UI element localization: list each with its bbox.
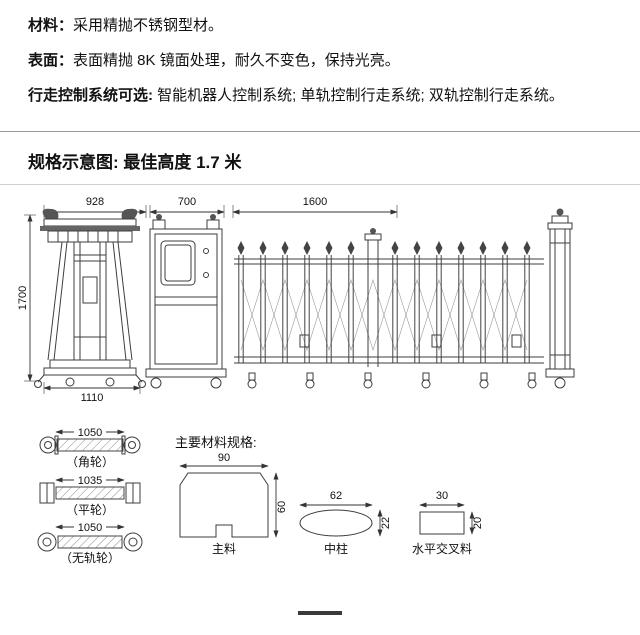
- material-cross-name: 水平交叉料: [412, 541, 472, 556]
- retractable-gate-panel: [234, 228, 544, 389]
- wheel-dim-trackless: 1050: [78, 522, 102, 534]
- material-cross-width: 30: [436, 490, 448, 502]
- diagram-top-rule: [0, 184, 640, 185]
- section-divider: [0, 131, 640, 132]
- gate-mid-post: [364, 228, 382, 367]
- wheel-dim-corner: 1050: [78, 427, 102, 439]
- spec-text-material: 采用精抛不锈钢型材。: [73, 17, 224, 34]
- dimension-1110: 1110: [43, 382, 141, 404]
- material-post-width: 62: [330, 490, 342, 502]
- spec-text-surface: 表面精抛 8K 镜面处理，耐久不变色，保持光亮。: [73, 52, 400, 69]
- spec-line-control: 行走控制系统可选: 智能机器人控制系统; 单轨控制行走系统; 双轨控制行走系统。: [28, 84, 610, 107]
- gate-spec-diagram: 928 700 1600 1700: [17, 196, 575, 615]
- wheel-type-corner: （角轮）: [66, 455, 114, 469]
- spec-text-control: 智能机器人控制系统; 单轨控制行走系统; 双轨控制行走系统。: [153, 87, 564, 104]
- wheel-assembly-trackless: 1050 （无轨轮）: [37, 522, 143, 565]
- material-cross-height: 20: [472, 517, 484, 529]
- gate-bottom-wheels: [247, 372, 537, 389]
- motor-post: [145, 214, 227, 389]
- right-end-post: [545, 208, 575, 389]
- wheel-assembly-corner: 1050 （角轮）: [39, 427, 141, 469]
- material-main-width: 90: [218, 452, 230, 464]
- spec-line-surface: 表面：表面精抛 8K 镜面处理，耐久不变色，保持光亮。: [28, 49, 610, 72]
- materials-title: 主要材料规格:: [175, 435, 257, 450]
- spec-line-material: 材料：采用精抛不锈钢型材。: [28, 14, 610, 37]
- wheel-type-flat: （平轮）: [66, 503, 114, 517]
- wheel-assembly-flat: 1035 （平轮）: [39, 475, 141, 517]
- wheel-type-trackless: （无轨轮）: [60, 551, 120, 565]
- dim-label-928: 928: [86, 196, 104, 208]
- spec-label-surface: 表面：: [28, 52, 74, 69]
- dim-label-1600: 1600: [303, 196, 327, 208]
- material-center-post: 62 22 中柱: [299, 490, 392, 556]
- wheel-dim-flat: 1035: [78, 475, 102, 487]
- dimension-700: 700: [149, 196, 225, 218]
- dim-label-1110: 1110: [81, 392, 104, 404]
- dimension-1600: 1600: [232, 196, 398, 218]
- dim-label-1700: 1700: [17, 286, 29, 310]
- material-post-height: 22: [380, 517, 392, 529]
- left-gate-post: [34, 208, 146, 388]
- spec-label-control: 行走控制系统可选:: [28, 87, 153, 104]
- material-main-profile: 90 60 主料: [179, 452, 288, 556]
- section-title: 规格示意图: 最佳高度 1.7 米: [28, 153, 242, 172]
- spec-label-material: 材料：: [28, 17, 74, 34]
- dimension-1700: 1700: [17, 214, 36, 382]
- cropped-artifact: [298, 611, 342, 615]
- material-main-name: 主料: [212, 542, 236, 556]
- material-main-height: 60: [276, 501, 288, 513]
- material-cross-bar: 30 20 水平交叉料: [412, 490, 484, 556]
- dim-label-700: 700: [178, 196, 196, 208]
- spec-text-block: 材料：采用精抛不锈钢型材。 表面：表面精抛 8K 镜面处理，耐久不变色，保持光亮…: [0, 0, 640, 107]
- material-post-name: 中柱: [324, 541, 348, 556]
